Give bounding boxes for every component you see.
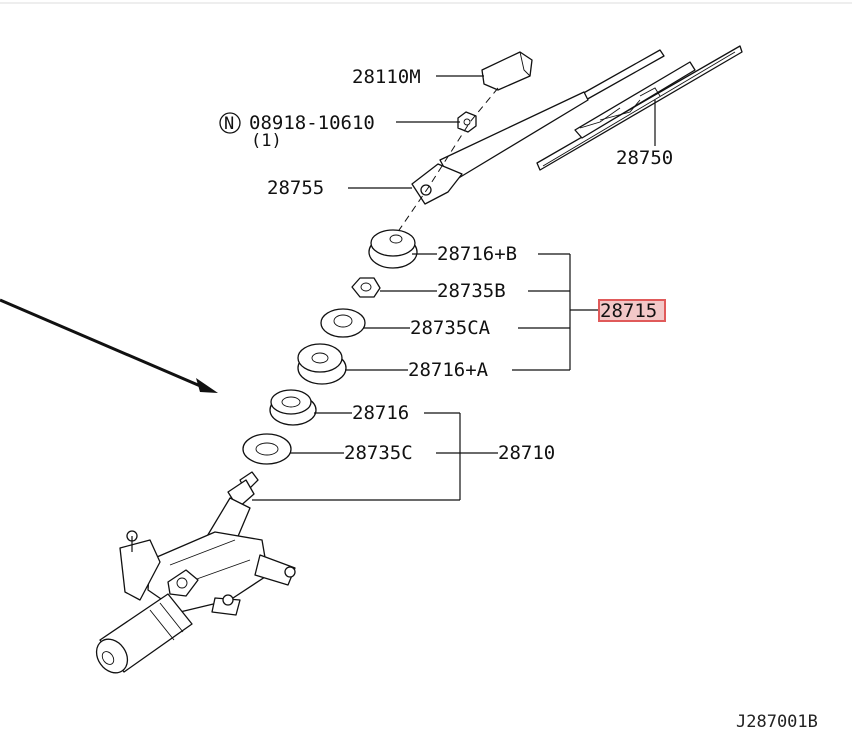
wiper-blade <box>536 45 743 171</box>
arm-cap <box>481 51 533 91</box>
label-28716: 28716 <box>352 402 409 424</box>
label-08918: 08918-10610 <box>249 112 375 134</box>
label-28710: 28710 <box>498 442 555 464</box>
label-28716b: 28716+B <box>437 243 517 265</box>
label-28750: 28750 <box>616 147 673 169</box>
grommet-28716a <box>297 343 347 385</box>
diagram-code: J287001B <box>736 712 818 732</box>
label-28735b: 28735B <box>437 280 506 302</box>
washer-28735c <box>242 433 292 465</box>
leader-lines <box>252 75 656 501</box>
label-08918-qty: (1) <box>251 131 282 151</box>
nut-28735b <box>351 277 381 298</box>
label-28735ca: 28735CA <box>410 317 491 339</box>
washer-28735ca <box>320 308 366 338</box>
n-symbol-text: N <box>224 114 234 134</box>
grommet-28716 <box>269 389 317 426</box>
grommet-28716b <box>368 229 418 269</box>
label-28735c: 28735C <box>344 442 413 464</box>
n-symbol: N <box>219 112 241 134</box>
highlight-box <box>598 299 666 322</box>
wiper-motor <box>95 471 296 674</box>
label-28715: 28715 <box>600 300 657 322</box>
direction-arrow <box>0 298 218 393</box>
arm-nut <box>457 111 477 133</box>
label-28716a: 28716+A <box>408 359 489 381</box>
label-28755: 28755 <box>267 177 324 199</box>
label-28110m: 28110M <box>352 66 421 88</box>
wiper-arm <box>411 49 665 205</box>
